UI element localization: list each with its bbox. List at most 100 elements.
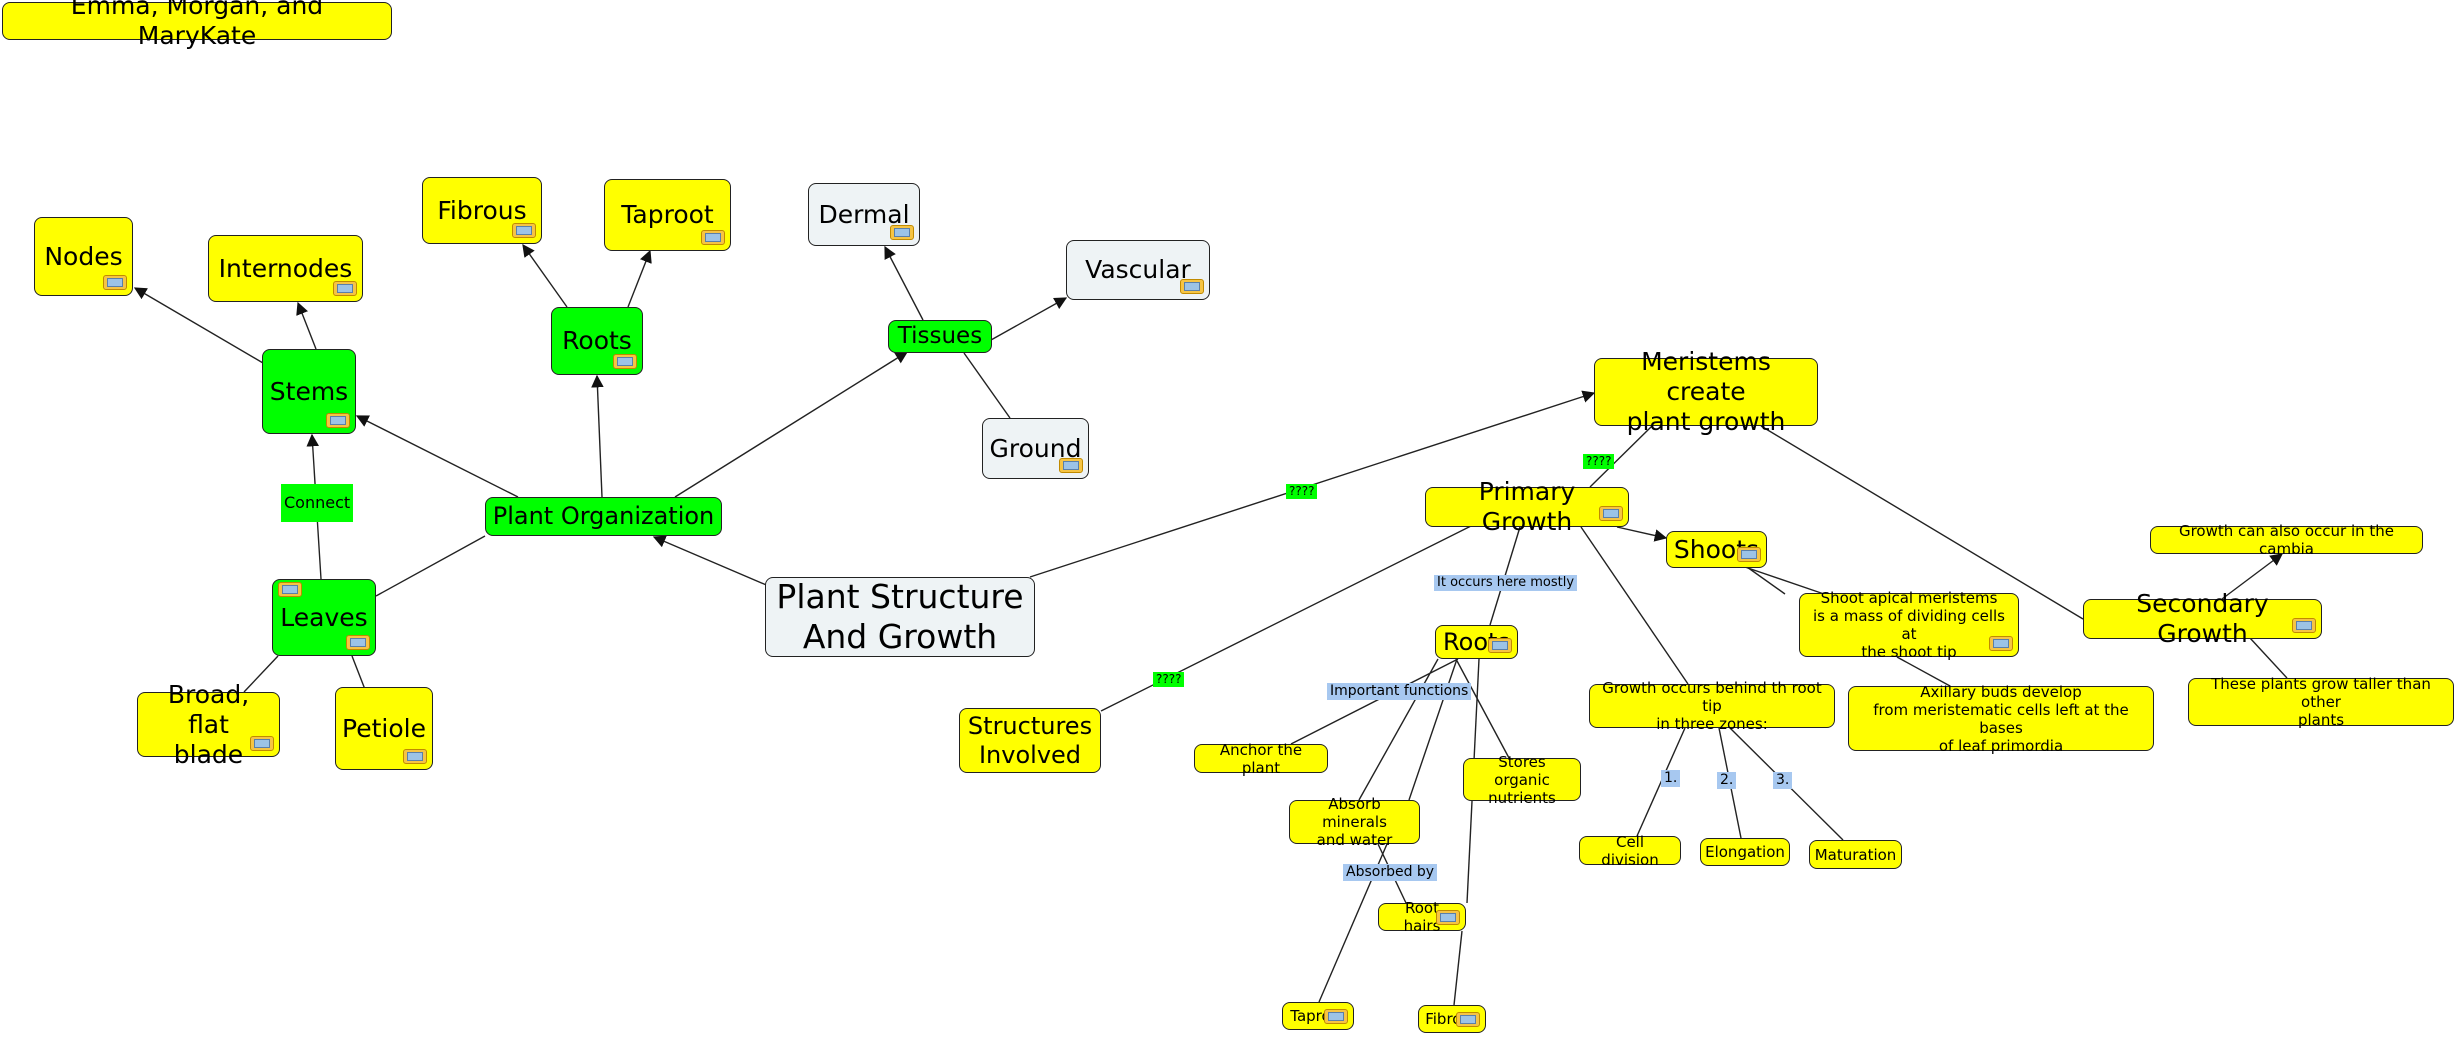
attachment-icon[interactable]	[1488, 638, 1512, 653]
attachment-icon-inner	[282, 585, 298, 594]
attachment-icon-inner	[1993, 639, 2009, 648]
link-line-24	[1896, 656, 1951, 687]
attachment-icon[interactable]	[278, 582, 302, 597]
concept-node-text: Plant Organization	[492, 502, 715, 531]
attachment-icon[interactable]	[1059, 458, 1083, 473]
link-line-30	[1408, 658, 1458, 801]
link-line-3	[627, 249, 652, 308]
attachment-icon[interactable]	[346, 635, 370, 650]
attachment-icon[interactable]	[326, 413, 350, 428]
concept-node-text: Tissues	[897, 322, 983, 349]
attachment-icon[interactable]	[512, 223, 536, 238]
concept-node-axillary[interactable]: Axillary buds develop from meristematic …	[1848, 683, 2154, 755]
concept-node-absorb[interactable]: Absorb minerals and water	[1289, 795, 1420, 849]
concept-node-matur[interactable]: Maturation	[1809, 840, 1902, 869]
attachment-icon-inner	[337, 284, 353, 293]
concept-node-text: Structures Involved	[967, 711, 1093, 769]
concept-node-text: Root hairs	[1403, 899, 1441, 935]
concept-node-secondary[interactable]: Secondary Growth	[2083, 589, 2322, 648]
concept-node-vascular[interactable]: Vascular	[1066, 240, 1210, 300]
attachment-icon[interactable]	[103, 275, 127, 290]
concept-node-structures[interactable]: Structures Involved	[959, 708, 1101, 773]
attachment-icon-inner	[617, 357, 633, 366]
attachment-icon[interactable]	[250, 736, 274, 751]
link-line-28	[1455, 658, 1510, 759]
attachment-icon[interactable]	[1180, 279, 1204, 294]
attachment-icon[interactable]	[701, 230, 725, 245]
link-line-29	[1358, 658, 1439, 801]
attachment-icon-inner	[516, 226, 532, 235]
link-label-important: Important functions	[1327, 683, 1472, 701]
concept-node-text: Absorb minerals and water	[1316, 795, 1393, 849]
concept-node-authors[interactable]: Emma, Morgan, and MaryKate	[2, 0, 392, 50]
concept-node-shootapical[interactable]: Shoot apical meristems is a mass of divi…	[1799, 589, 2019, 661]
concept-node-text: Nodes	[44, 241, 123, 271]
attachment-icon[interactable]	[1436, 910, 1460, 925]
concept-node-primary[interactable]: Primary Growth	[1425, 477, 1629, 536]
link-label-z1: 1.	[1661, 770, 1681, 788]
link-line-0	[133, 287, 264, 364]
attachment-icon-inner	[107, 278, 123, 287]
attachment-icon[interactable]	[1324, 1009, 1348, 1024]
concept-node-taller[interactable]: These plants grow taller than other plan…	[2188, 675, 2454, 729]
concept-node-text: Primary Growth	[1478, 477, 1576, 536]
attachment-icon-inner	[2296, 621, 2312, 630]
link-line-23	[1580, 526, 1689, 685]
concept-node-stores[interactable]: Stores organic nutrients	[1463, 753, 1581, 807]
concept-node-elong[interactable]: Elongation	[1700, 838, 1790, 866]
concept-node-cambia[interactable]: Growth can also occur in the cambia	[2150, 522, 2423, 558]
attachment-icon-inner	[1184, 282, 1200, 291]
attachment-icon-inner	[407, 752, 423, 761]
concept-node-text: Vascular	[1085, 255, 1191, 284]
concept-node-text: Fibrous	[437, 195, 527, 225]
concept-node-text: Plant Structure And Growth	[776, 577, 1024, 656]
concept-node-text: Broad, flat blade	[167, 679, 250, 769]
attachment-icon[interactable]	[1989, 636, 2013, 651]
attachment-icon[interactable]	[333, 281, 357, 296]
attachment-icon-inner	[330, 416, 346, 425]
concept-node-text: Emma, Morgan, and MaryKate	[70, 0, 324, 50]
attachment-icon[interactable]	[1737, 547, 1761, 562]
attachment-icon[interactable]	[890, 225, 914, 240]
link-line-5	[990, 297, 1068, 341]
concept-node-text: Shoot apical meristems is a mass of divi…	[1813, 589, 2005, 661]
concept-node-text: Growth can also occur in the cambia	[2178, 522, 2395, 558]
attachment-icon[interactable]	[1456, 1012, 1480, 1027]
concept-node-text: Maturation	[1814, 845, 1897, 864]
concept-node-text: Stems	[269, 376, 349, 406]
concept-node-main[interactable]: Plant Structure And Growth	[765, 577, 1035, 657]
concept-node-celldiv[interactable]: Cell division	[1579, 833, 1681, 869]
attachment-icon[interactable]	[2292, 618, 2316, 633]
attachment-icon[interactable]	[403, 749, 427, 764]
attachment-icon-inner	[1460, 1015, 1476, 1024]
concept-node-text: Cell division	[1601, 832, 1659, 869]
link-line-11	[375, 535, 486, 597]
link-line-8	[355, 415, 519, 498]
concept-node-text: Meristems create plant growth	[1626, 347, 1786, 436]
attachment-icon-inner	[1492, 641, 1508, 650]
attachment-icon-inner	[1603, 509, 1619, 518]
concept-node-text: Axillary buds develop from meristematic …	[1873, 682, 2129, 755]
concept-node-zones[interactable]: Growth occurs behind th root tip in thre…	[1589, 679, 1835, 733]
concept-node-text: Internodes	[218, 253, 353, 283]
concept-node-petiole[interactable]: Petiole	[335, 687, 433, 770]
link-line-12	[243, 655, 279, 693]
concept-node-anchor[interactable]: Anchor the plant	[1194, 741, 1328, 777]
concept-node-text: Taproot	[621, 200, 714, 229]
link-line-20	[1744, 566, 1825, 595]
link-line-21	[1746, 566, 1786, 595]
concept-node-meristems[interactable]: Meristems create plant growth	[1594, 347, 1818, 436]
concept-node-text: Ground	[989, 433, 1082, 463]
attachment-icon-inner	[1063, 461, 1079, 470]
attachment-icon[interactable]	[613, 354, 637, 369]
concept-node-tissues[interactable]: Tissues	[888, 320, 992, 353]
link-line-19	[1616, 526, 1668, 542]
concept-node-plantorg[interactable]: Plant Organization	[485, 497, 722, 536]
attachment-icon[interactable]	[1599, 506, 1623, 521]
attachment-icon-inner	[1328, 1012, 1344, 1021]
link-line-34	[1453, 930, 1463, 1006]
link-line-13	[351, 655, 367, 693]
link-line-17	[1589, 425, 1653, 488]
